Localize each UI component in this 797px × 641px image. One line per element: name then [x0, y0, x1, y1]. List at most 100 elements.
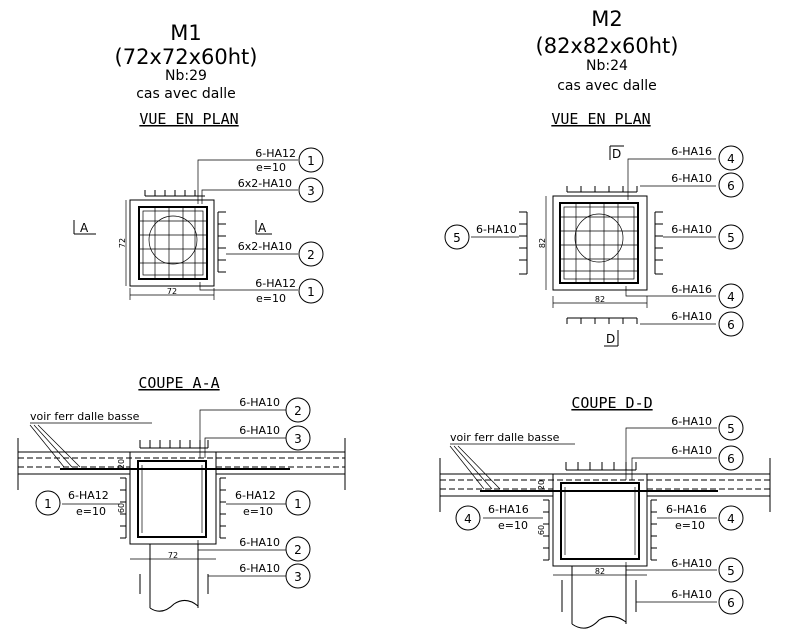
m2-plan-height-dim: 82 — [538, 238, 547, 248]
m1-section-callout-1-number: 2 — [294, 404, 302, 418]
m1-section-mark-left: A — [80, 221, 89, 235]
m1-plan-callout-2-number: 3 — [307, 184, 315, 198]
m2-count: Nb:24 — [586, 58, 628, 74]
m2-section-callout-4-circle — [718, 505, 744, 531]
m2-section-callout-3-spacing: e=10 — [498, 519, 528, 532]
m1-plan-outline — [129, 199, 215, 287]
m2-plan-callout-5-number: 4 — [727, 290, 735, 304]
m2-slab-dim: 20 — [537, 480, 546, 490]
m2-section-callout-2-number: 6 — [727, 452, 735, 466]
m2-section-callout-1-label: 6-HA10 — [671, 415, 712, 428]
m1-section-callout-2-number: 3 — [294, 432, 302, 446]
m2-plan-title: VUE EN PLAN — [551, 110, 650, 128]
m2-plan-callout-6-label: 6-HA10 — [671, 310, 712, 323]
m2-section-callout-6-circle — [718, 589, 744, 615]
m2-section-width-dim: 82 — [595, 567, 605, 576]
m2-section-callout-1-number: 5 — [727, 422, 735, 436]
m2-section-callout-4-spacing: e=10 — [675, 519, 705, 532]
m1-section-title: COUPE A-A — [138, 374, 219, 392]
m1-pile-break — [149, 600, 199, 612]
m2-section-callout-4-number: 4 — [727, 512, 735, 526]
m1-plan-callout-1-spacing: e=10 — [256, 161, 286, 174]
m2-plan-callout-3-number: 5 — [453, 231, 461, 245]
m1-section-callout-5-circle — [285, 536, 311, 562]
m2-section-callout-2-circle — [718, 445, 744, 471]
m1-plan-callout-3-label: 6x2-HA10 — [238, 240, 292, 253]
m1-section-callout-4-label: 6-HA12 — [235, 489, 276, 502]
m2-pile-break — [571, 616, 627, 629]
m2-section-callout-3-circle — [455, 505, 481, 531]
m1-section-callout-4-circle — [285, 490, 311, 516]
m2-section-callout-3-label: 6-HA16 — [488, 503, 529, 516]
m2-plan-callout-2-label: 6-HA10 — [671, 172, 712, 185]
m2-plan-callout-3-label: 6-HA10 — [476, 223, 517, 236]
m1-plan-callout-4-spacing: e=10 — [256, 292, 286, 305]
m1-section-callout-2-circle — [285, 425, 311, 451]
m1-section-callout-3-number: 1 — [44, 497, 52, 511]
m2-plan-pile-circle — [574, 213, 624, 263]
m1-plan-callout-4-label: 6-HA12 — [255, 277, 296, 290]
m1-slab-note: voir ferr dalle basse — [30, 410, 140, 423]
m1-plan-callout-1-number: 1 — [307, 154, 315, 168]
m2-section-callout-2-label: 6-HA10 — [671, 444, 712, 457]
m2-section-view: 20 60 82 voir ferr dalle basse — [439, 427, 771, 629]
m2-section-callout-4-label: 6-HA16 — [666, 503, 707, 516]
m1-size: (72x72x60ht) — [115, 45, 258, 69]
m1-section-callout-4-spacing: e=10 — [243, 505, 273, 518]
m1-beam-dim: 60 — [117, 503, 126, 513]
m1-section-callout-6-number: 3 — [294, 570, 302, 584]
m2-name: M2 — [591, 7, 622, 31]
m2-section-mark-top: D — [612, 147, 621, 161]
m1-section-callout-5-number: 2 — [294, 543, 302, 557]
m1-plan-callout-3-circle — [298, 241, 324, 267]
m1-plan-callout-2-label: 6x2-HA10 — [238, 177, 292, 190]
m2-section-callout-6-label: 6-HA10 — [671, 588, 712, 601]
m1-plan-title: VUE EN PLAN — [139, 110, 238, 128]
m1-section-callout-6-circle — [285, 563, 311, 589]
m2-plan-callout-2-number: 6 — [727, 179, 735, 193]
m1-plan-cage — [138, 206, 208, 280]
m1-section-callout-3-circle — [35, 490, 61, 516]
m2-plan-outline — [552, 195, 648, 291]
m1-section-callout-6-label: 6-HA10 — [239, 562, 280, 575]
m2-section-callout-3-number: 4 — [464, 512, 472, 526]
m2-size: (82x82x60ht) — [536, 34, 679, 58]
m1-slab-dim: 20 — [117, 459, 126, 469]
m2-section-callout-5-number: 5 — [727, 564, 735, 578]
m1-section-view: 20 60 72 voir ferr dalle basse — [17, 409, 346, 612]
m1-section-callout-3-spacing: e=10 — [76, 505, 106, 518]
m1-section-callout-1-circle — [285, 397, 311, 423]
m2-section-callout-5-circle — [718, 557, 744, 583]
m1-note: cas avec dalle — [136, 86, 236, 102]
m1-section-callout-1-label: 6-HA10 — [239, 396, 280, 409]
m2-section-mark-bottom: D — [606, 332, 615, 346]
m2-plan-callout-5-label: 6-HA16 — [671, 283, 712, 296]
m1-footing-cage — [137, 460, 207, 538]
m1-name: M1 — [170, 21, 201, 45]
m1-section-callout-2-label: 6-HA10 — [239, 424, 280, 437]
m1-section-width-dim: 72 — [168, 551, 178, 560]
m1-pile-circle — [148, 215, 198, 265]
m2-section-callout-6-number: 6 — [727, 596, 735, 610]
m2-plan-callout-6-circle — [718, 311, 744, 337]
m1-count: Nb:29 — [165, 68, 207, 84]
m2-footing-outline — [552, 473, 648, 567]
m2-note: cas avec dalle — [557, 78, 657, 94]
m2-beam-dim: 60 — [537, 525, 546, 535]
m1-section-callout-3-label: 6-HA12 — [68, 489, 109, 502]
m2-plan-cage — [559, 202, 639, 284]
m1-plan-callout-4-number: 1 — [307, 285, 315, 299]
m1-plan-callout-1-label: 6-HA12 — [255, 147, 296, 160]
m1-plan-callout-4-circle — [298, 278, 324, 304]
m2-plan-callout-6-number: 6 — [727, 318, 735, 332]
m1-plan-callout-1-circle — [298, 147, 324, 173]
m2-plan-callout-5-circle — [718, 283, 744, 309]
m1-plan-callout-3-number: 2 — [307, 248, 315, 262]
m2-slab-note: voir ferr dalle basse — [450, 431, 560, 444]
m2-plan-callout-2-circle — [718, 172, 744, 198]
m2-section-title: COUPE D-D — [571, 394, 652, 412]
m1-section-callout-4-number: 1 — [294, 497, 302, 511]
m2-plan-callout-4-number: 5 — [727, 231, 735, 245]
m1-plan-height-dim: 72 — [118, 238, 127, 248]
